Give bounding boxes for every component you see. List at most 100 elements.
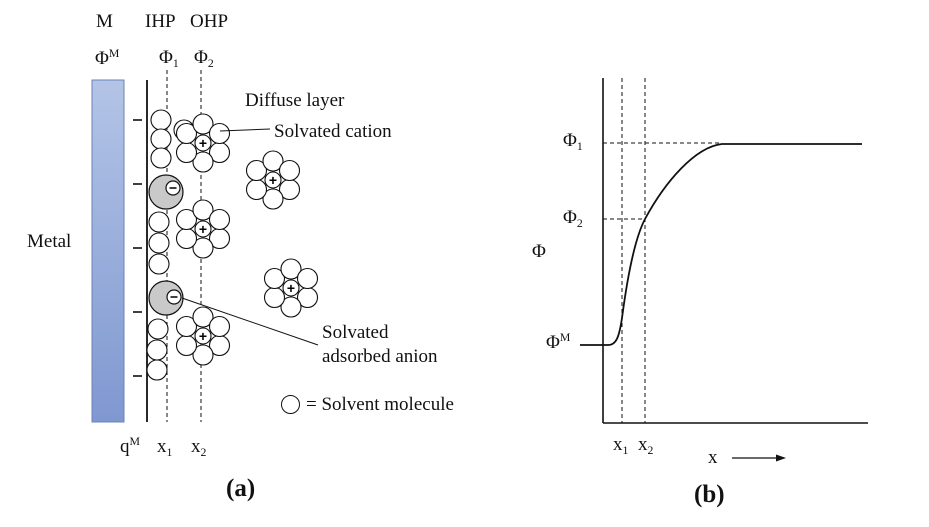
b-x1-base: x	[613, 434, 623, 455]
solvated-cation: +	[175, 306, 231, 366]
b-x1-sub: 1	[622, 444, 629, 457]
solvent-legend-text: = Solvent molecule	[306, 394, 454, 415]
a-x2-sub: 2	[200, 446, 207, 459]
b-x2-base: x	[638, 434, 648, 455]
solvent-molecule	[146, 339, 168, 361]
solvation-shell-molecule	[192, 344, 214, 366]
solvent-molecule	[150, 147, 172, 169]
diffuse-layer-label: Diffuse layer	[245, 90, 345, 111]
solvation-shell-molecule	[263, 267, 286, 290]
solvation-shell-molecule	[192, 113, 214, 135]
solvation-shell-molecule	[175, 334, 198, 357]
phi2-tick-label: Φ2	[563, 208, 583, 230]
adsorbed-anion-1	[148, 174, 184, 210]
solvated-cation: +	[175, 113, 231, 173]
qm-label-sup: M	[129, 435, 140, 448]
x-axis-label: x	[708, 447, 718, 468]
cation-core	[194, 327, 212, 345]
solvation-shell-molecule	[208, 122, 231, 145]
solvation-shell-molecule	[262, 150, 284, 172]
cation-core	[194, 134, 212, 152]
phi1-tick-sub: 1	[576, 140, 583, 153]
cation-plus-sign: +	[199, 135, 207, 151]
solvated-cation: +	[245, 150, 301, 210]
solvation-shell-molecule	[263, 286, 286, 309]
phim-tick-sup: M	[559, 331, 571, 344]
cation-plus-sign: +	[269, 172, 277, 188]
solvation-shell-molecule	[296, 267, 319, 290]
solvated-cation: +	[263, 258, 319, 318]
anion-leader-line	[181, 297, 319, 346]
phi2-tick-sub: 2	[576, 217, 583, 230]
phim-tick-base: Φ	[546, 332, 560, 353]
phim-tick-label: ΦM	[546, 332, 570, 352]
b-x1-label: x1	[613, 435, 628, 457]
header-phi1-sub: 1	[172, 57, 179, 70]
a-x2-base: x	[191, 436, 201, 457]
header-ohp: OHP	[190, 11, 229, 32]
y-axis-label: Φ	[532, 241, 546, 262]
cation-core	[264, 171, 282, 189]
solvation-shell-molecule	[262, 188, 284, 210]
potential-curve	[580, 143, 862, 346]
solvent-molecule	[148, 211, 170, 233]
b-x2-sub: 2	[647, 444, 654, 457]
solvation-shell-molecule	[192, 237, 214, 259]
a-x2-label: x2	[191, 437, 206, 459]
solvation-shell-molecule	[245, 159, 268, 182]
solvation-shell-molecule	[175, 208, 198, 231]
solvent-molecule	[148, 253, 170, 275]
a-x1-label: x1	[157, 437, 172, 459]
header-phi2: Φ2	[194, 48, 214, 70]
cation-core	[282, 279, 300, 297]
header-phi2-base: Φ	[194, 47, 208, 68]
solvation-shell-molecule	[175, 227, 198, 250]
solvation-shell-molecule	[192, 306, 214, 328]
panel-a-caption: (a)	[226, 475, 256, 502]
solvent-molecule	[146, 359, 168, 381]
qm-label-base: q	[120, 436, 130, 457]
cation-core	[194, 220, 212, 238]
solvent-molecule-legend-icon	[281, 395, 300, 414]
phi1-tick-base: Φ	[563, 130, 577, 151]
header-ihp: IHP	[145, 11, 176, 32]
solvation-shell-molecule	[208, 315, 231, 338]
solvation-shell-molecule	[192, 199, 214, 221]
solvation-shell-molecule	[280, 296, 302, 318]
solvent-molecule	[148, 232, 170, 254]
header-phi1-base: Φ	[159, 47, 173, 68]
header-phi1: Φ1	[159, 48, 179, 70]
header-phi2-sub: 2	[207, 57, 214, 70]
header-phi-m: ΦM	[95, 48, 119, 68]
b-x2-label: x2	[638, 435, 653, 457]
qm-label: qM	[120, 436, 140, 456]
cation-plus-sign: +	[199, 328, 207, 344]
phi1-tick-label: Φ1	[563, 131, 583, 153]
metal-electrode	[91, 79, 125, 423]
solvent-legend: = Solvent molecule	[281, 395, 454, 414]
solvent-molecule	[150, 109, 172, 131]
metal-label: Metal	[27, 231, 72, 252]
a-x1-base: x	[157, 436, 167, 457]
solvation-shell-molecule	[278, 159, 301, 182]
cation-leader-line	[219, 128, 271, 132]
header-metal-m: M	[96, 11, 113, 32]
a-x1-sub: 1	[166, 446, 173, 459]
adsorbed-anion-2	[148, 280, 184, 316]
solvation-shell-molecule	[192, 151, 214, 173]
solvated-cation-label: Solvated cation	[274, 121, 392, 142]
header-phi-m-sup: M	[108, 47, 120, 60]
surface-charge-ticks	[133, 119, 142, 377]
x-arrow-head	[776, 454, 786, 462]
solvated-cations: + + + + +	[175, 113, 319, 366]
solvation-shell-molecule	[175, 122, 198, 145]
solvent-molecule	[150, 128, 172, 150]
solvation-shell-molecule	[280, 258, 302, 280]
solvation-shell-molecule	[175, 141, 198, 164]
cation-plus-sign: +	[199, 221, 207, 237]
solvation-shell-molecule	[175, 315, 198, 338]
cation-plus-sign: +	[287, 280, 295, 296]
solvent-molecule	[147, 318, 169, 340]
header-phi-m-base: Φ	[95, 48, 109, 69]
